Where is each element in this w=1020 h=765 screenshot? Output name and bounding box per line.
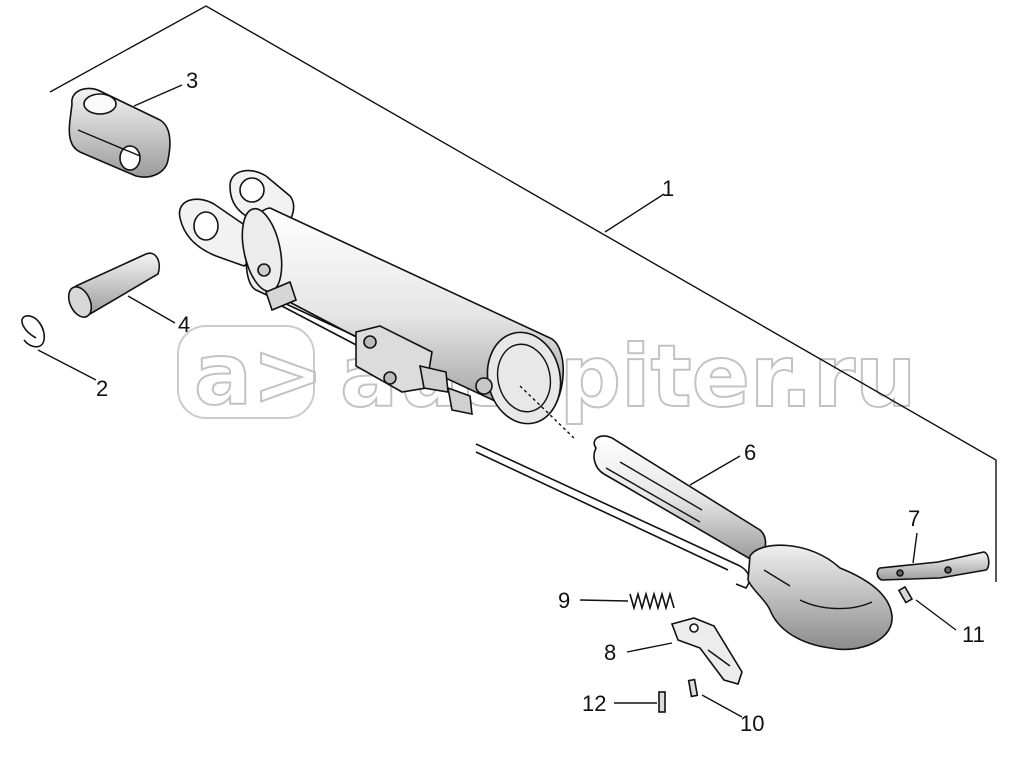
callout-1: 1 <box>662 176 674 201</box>
leader-lines <box>37 84 957 718</box>
watermark-logo: a> <box>194 325 324 425</box>
callout-3: 3 <box>186 68 198 93</box>
callout-12: 12 <box>582 691 606 716</box>
assembly-bracket-line <box>49 5 997 582</box>
part-3-clevis <box>68 87 171 178</box>
leader-2 <box>37 349 97 381</box>
callout-9: 9 <box>558 588 570 613</box>
part-2-snap-ring <box>21 315 46 348</box>
watermark-logo-box <box>177 325 315 419</box>
callout-8: 8 <box>604 640 616 665</box>
callout-labels: 1 2 3 4 6 7 8 9 10 11 12 <box>96 68 985 736</box>
callout-11: 11 <box>962 622 985 647</box>
leader-3 <box>133 84 183 107</box>
leader-1 <box>604 193 665 233</box>
callout-7: 7 <box>908 506 920 531</box>
part-12-pin <box>658 691 666 713</box>
leader-8 <box>626 642 673 653</box>
leader-10 <box>701 694 743 718</box>
part-6-hook-extension <box>475 435 893 651</box>
leader-6 <box>689 455 741 486</box>
leader-11 <box>915 599 957 631</box>
part-4-pin <box>67 252 161 318</box>
part-7-latch-pin <box>876 551 990 581</box>
part-1-hydraulic-cylinder <box>178 169 575 439</box>
callout-10: 10 <box>740 711 764 736</box>
leader-7 <box>912 532 918 564</box>
part-11-roll-pin <box>897 585 914 604</box>
part-9-spring <box>629 591 675 611</box>
callout-4: 4 <box>178 312 190 337</box>
part-10-pin <box>687 678 699 698</box>
leader-4 <box>127 295 176 324</box>
callout-2: 2 <box>96 376 108 401</box>
part-8-latch-lever <box>670 617 743 685</box>
leader-9 <box>579 599 629 602</box>
callout-6: 6 <box>744 440 756 465</box>
